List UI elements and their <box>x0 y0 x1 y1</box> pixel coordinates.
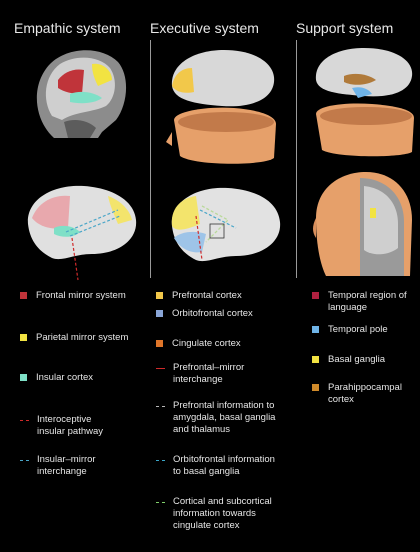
legend-insular-mirror-interchange: Insular–mirror interchange <box>20 454 96 478</box>
support-system-title: Support system <box>296 20 393 36</box>
legend-parietal-mirror-system: Parietal mirror system <box>20 332 128 344</box>
support-cutaway-head-image <box>306 168 416 280</box>
dashed-line-icon <box>156 406 165 407</box>
column-divider-right <box>296 40 297 278</box>
legend-parahippocampal-cortex: Parahippocampal cortex <box>312 382 402 406</box>
legend-cortical-subcortical-cingulate: Cortical and subcortical information tow… <box>156 496 272 532</box>
swatch-icon <box>156 292 163 299</box>
swatch-icon <box>156 310 163 317</box>
empathic-sagittal-brain-image <box>24 40 124 140</box>
legend-prefrontal-cortex: Prefrontal cortex <box>156 290 242 302</box>
swatch-icon <box>20 374 27 381</box>
line-icon <box>156 368 165 369</box>
executive-head-brain-image <box>164 46 284 166</box>
executive-lateral-brain-image <box>166 180 286 275</box>
legend-prefrontal-to-amygdala: Prefrontal information to amygdala, basa… <box>156 400 275 436</box>
legend-orbitofrontal-cortex: Orbitofrontal cortex <box>156 308 253 320</box>
column-divider-left <box>150 40 151 278</box>
dashed-line-icon <box>156 460 165 461</box>
legend-orbitofrontal-to-basal-ganglia: Orbitofrontal information to basal gangl… <box>156 454 275 478</box>
empathic-lateral-brain-image <box>22 180 140 270</box>
legend-interoceptive-insular-pathway: Interoceptive insular pathway <box>20 414 103 438</box>
legend-basal-ganglia: Basal ganglia <box>312 354 385 366</box>
dashed-line-icon <box>20 420 29 421</box>
swatch-icon <box>20 334 27 341</box>
dashed-line-icon <box>20 460 29 461</box>
empathic-system-title: Empathic system <box>14 20 121 36</box>
legend-temporal-region-of-language: Temporal region of language <box>312 290 407 314</box>
legend-prefrontal-mirror-interchange: Prefrontal–mirror interchange <box>156 362 244 386</box>
legend-temporal-pole: Temporal pole <box>312 324 388 336</box>
support-head-brain-image <box>308 46 420 156</box>
legend-cingulate-cortex: Cingulate cortex <box>156 338 241 350</box>
dashed-line-icon <box>156 502 165 503</box>
swatch-icon <box>156 340 163 347</box>
legend-frontal-mirror-system: Frontal mirror system <box>20 290 126 302</box>
swatch-icon <box>312 292 319 299</box>
swatch-icon <box>20 292 27 299</box>
executive-system-title: Executive system <box>150 20 259 36</box>
swatch-icon <box>312 356 319 363</box>
swatch-icon <box>312 384 319 391</box>
legend-insular-cortex: Insular cortex <box>20 372 93 384</box>
swatch-icon <box>312 326 319 333</box>
